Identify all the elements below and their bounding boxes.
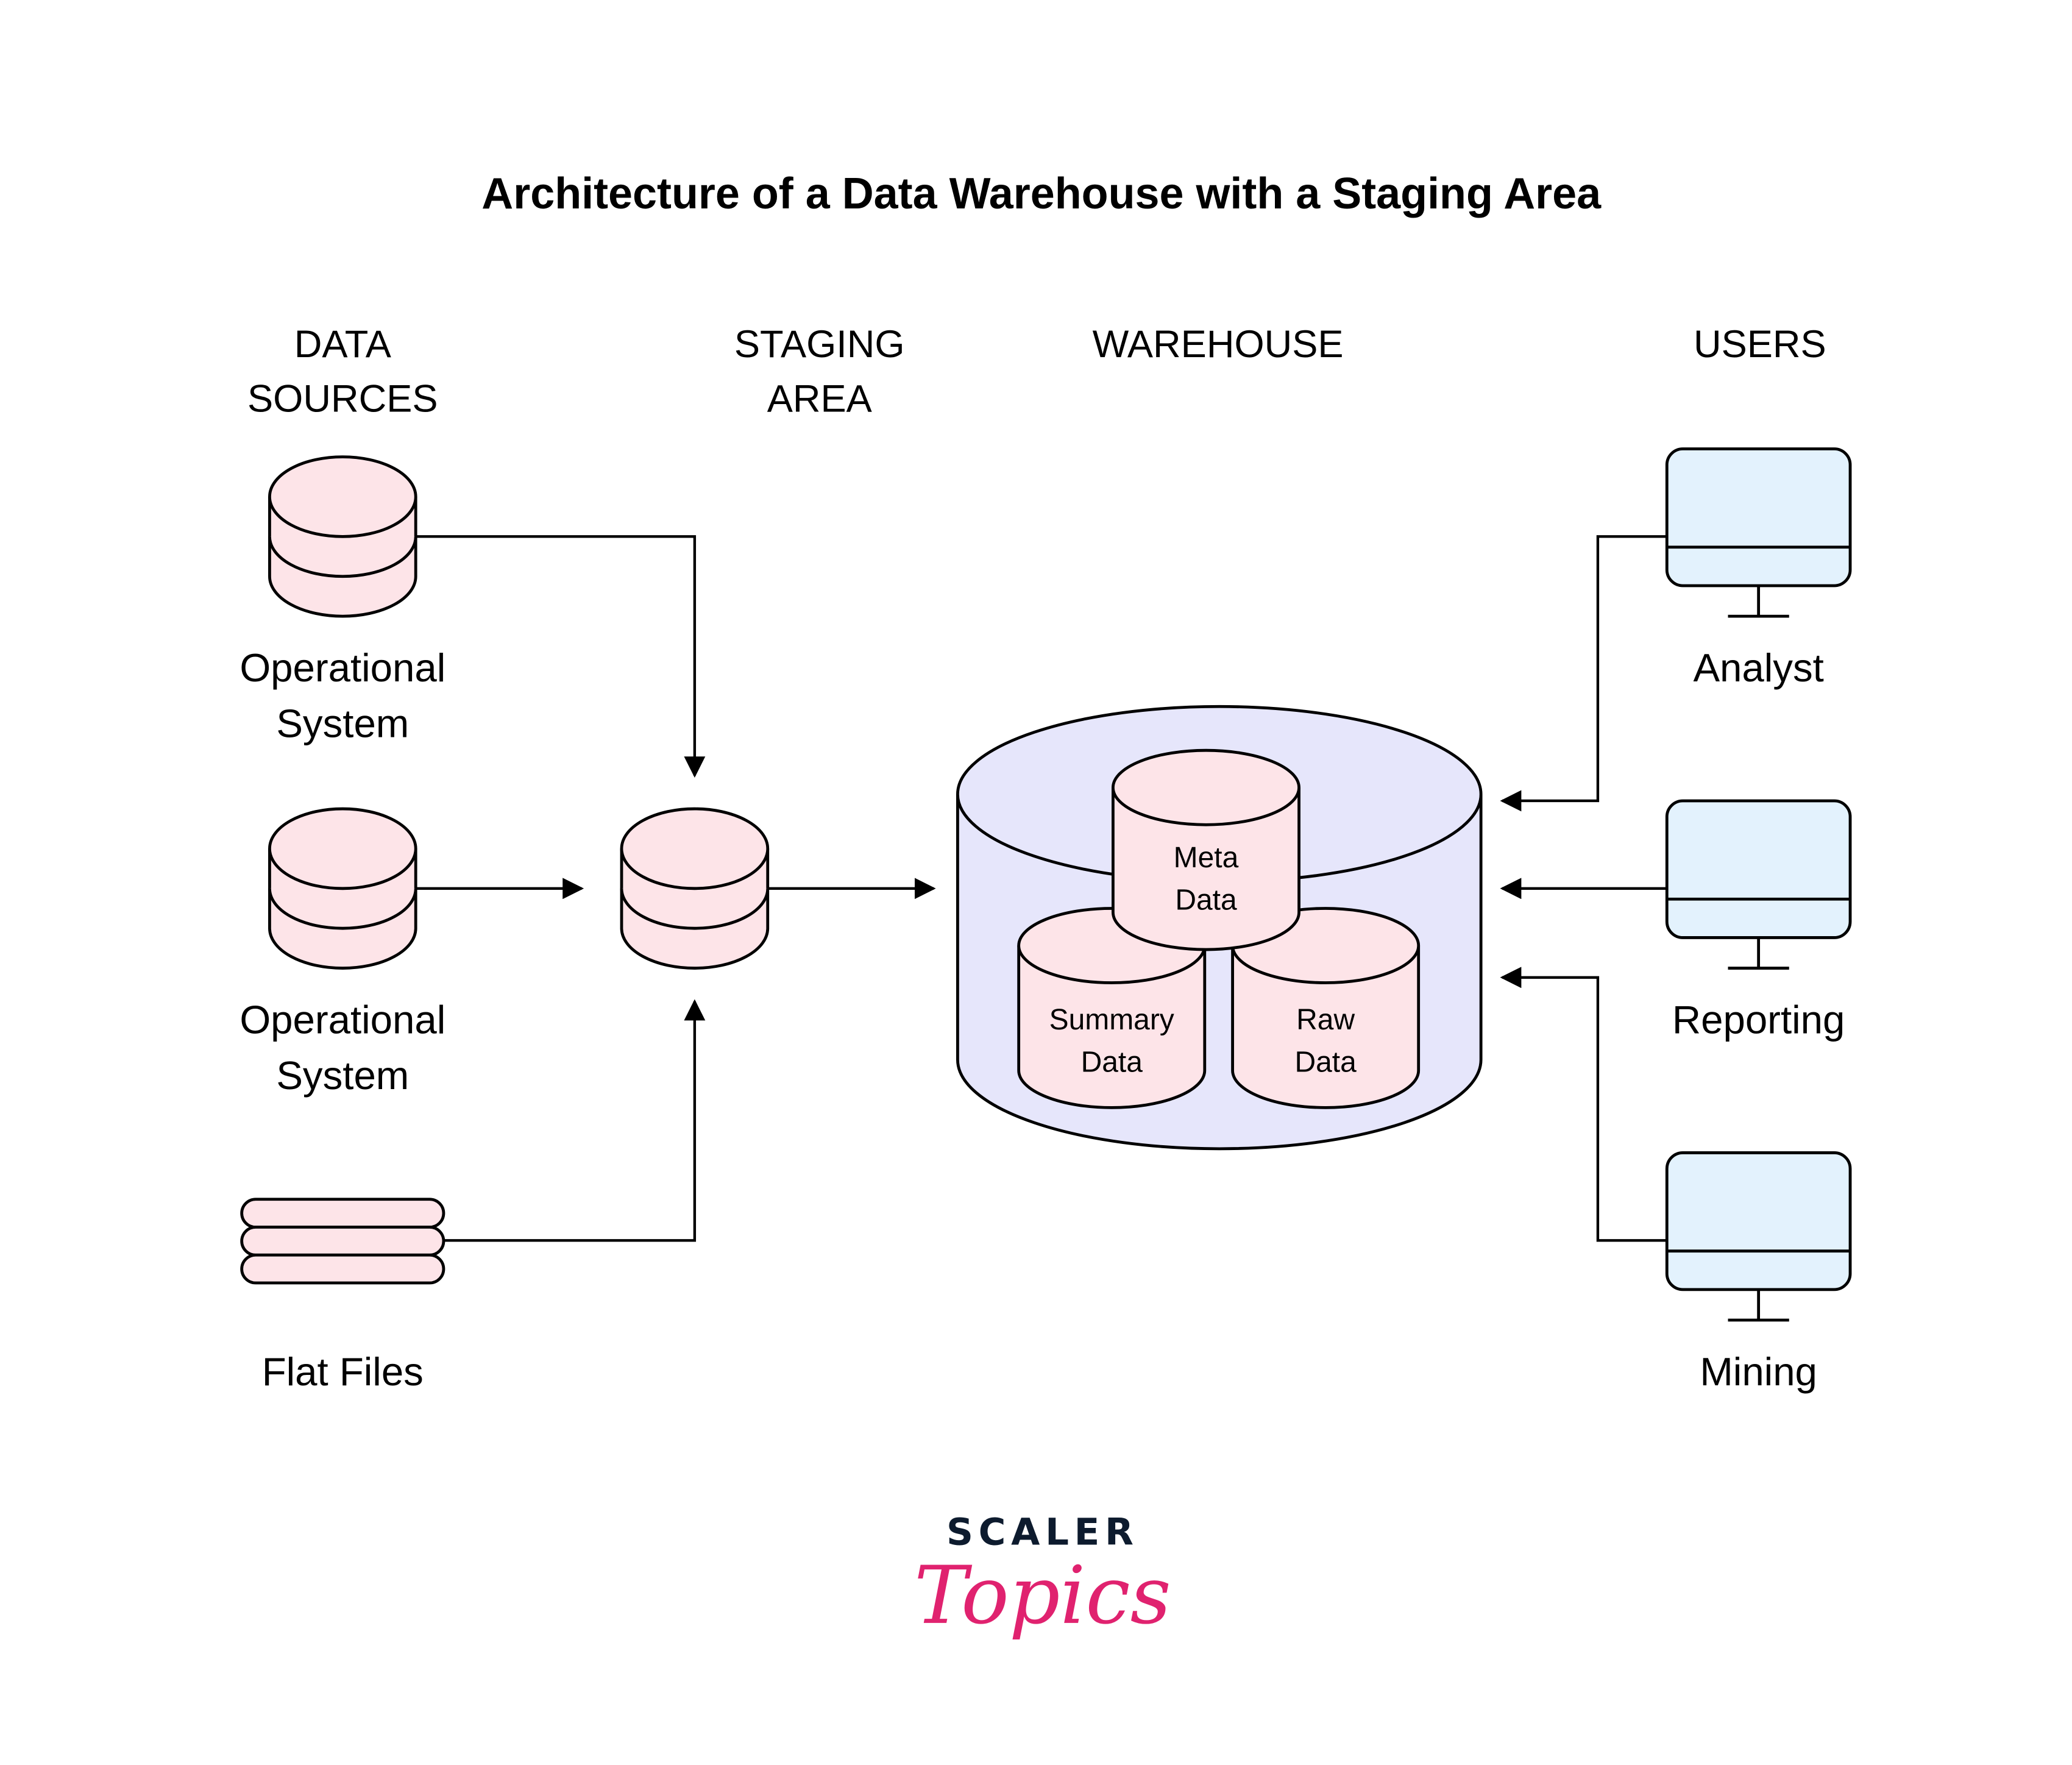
monitor-icon — [1665, 1151, 1852, 1322]
component-label: Summary — [1049, 1004, 1174, 1036]
source-label: Operational — [239, 997, 445, 1042]
user-label: Reporting — [1672, 997, 1845, 1042]
monitor-icon — [1665, 447, 1852, 618]
diagram-title: Architecture of a Data Warehouse with a … — [481, 169, 1602, 218]
warehouse-raw-data[interactable]: Raw Data — [1231, 907, 1421, 1109]
column-header-users: USERS — [1694, 323, 1826, 366]
scaler-topics-logo: SCALER Topics — [914, 1510, 1171, 1642]
source-label: System — [276, 701, 409, 745]
user-label: Analyst — [1693, 645, 1823, 690]
source-label: Operational — [239, 645, 445, 690]
column-header-staging: STAGING AREA — [734, 323, 905, 420]
source-operational-system-2[interactable]: Operational System — [239, 807, 445, 1098]
header-line: STAGING — [734, 323, 905, 366]
user-mining[interactable]: Mining — [1665, 1151, 1852, 1394]
source-label: System — [276, 1053, 409, 1098]
staging-database[interactable] — [620, 807, 770, 970]
flat-files-icon — [240, 1198, 445, 1285]
user-label: Mining — [1700, 1349, 1817, 1394]
connector-mining-to-warehouse — [1500, 967, 1667, 1242]
connector-analyst-to-warehouse — [1500, 535, 1667, 812]
column-header-warehouse: WAREHOUSE — [1093, 323, 1344, 366]
header-line: AREA — [767, 378, 873, 421]
database-icon — [620, 807, 770, 970]
user-analyst[interactable]: Analyst — [1665, 447, 1852, 690]
header-line: DATA — [294, 323, 392, 366]
database-icon — [268, 455, 417, 618]
user-reporting[interactable]: Reporting — [1665, 799, 1852, 1042]
connector-source1-to-staging — [416, 535, 706, 778]
component-label: Data — [1294, 1046, 1357, 1079]
source-label: Flat Files — [262, 1349, 424, 1394]
component-label: Meta — [1174, 842, 1239, 874]
warehouse-meta-data[interactable]: Meta Data — [1112, 748, 1300, 951]
warehouse-database[interactable]: Summary Data Raw Data Meta Data — [956, 705, 1483, 1151]
component-label: Data — [1175, 884, 1237, 917]
component-label: Raw — [1296, 1004, 1355, 1036]
connector-flatfiles-to-staging — [443, 999, 706, 1242]
header-line: SOURCES — [247, 378, 438, 421]
source-flat-files[interactable]: Flat Files — [240, 1198, 445, 1394]
brand-topics: Topics — [914, 1549, 1171, 1642]
component-label: Data — [1081, 1046, 1143, 1079]
column-header-sources: DATA SOURCES — [247, 323, 438, 420]
database-icon — [268, 807, 417, 970]
monitor-icon — [1665, 799, 1852, 970]
source-operational-system-1[interactable]: Operational System — [239, 455, 445, 746]
brand-scaler: SCALER — [946, 1510, 1139, 1554]
